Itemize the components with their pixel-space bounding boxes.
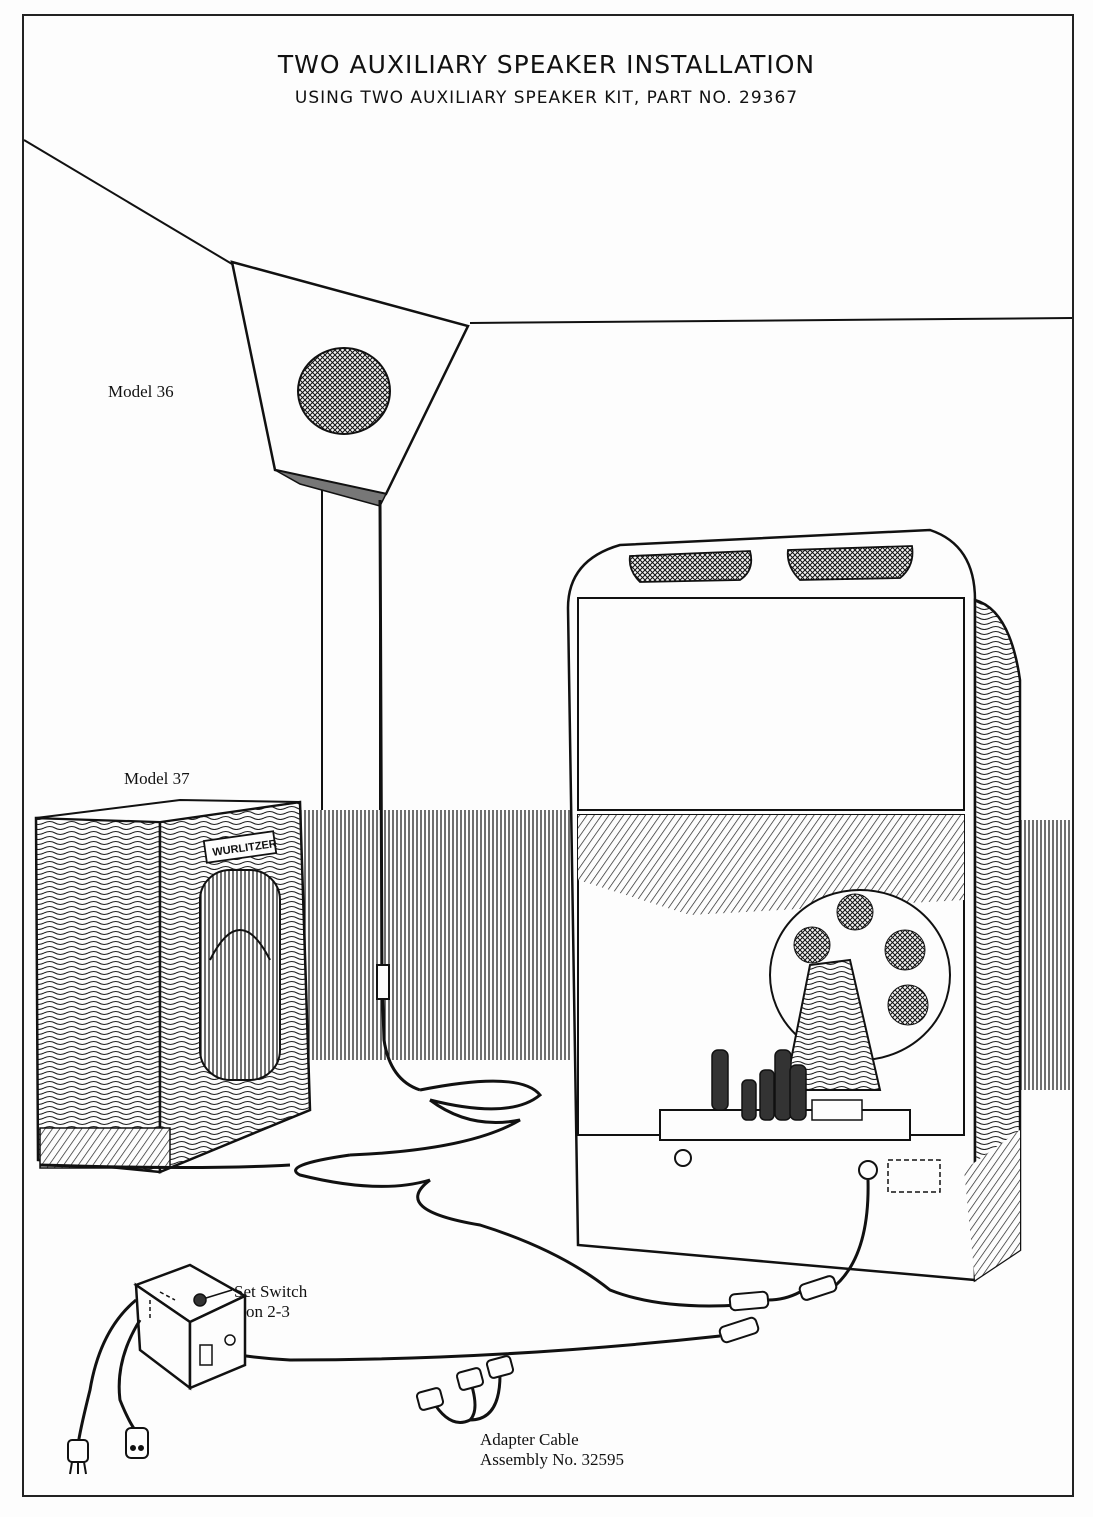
main-phonograph-cabinet bbox=[566, 528, 1022, 1283]
page-subtitle: USING TWO AUXILIARY SPEAKER KIT, PART NO… bbox=[294, 88, 799, 108]
output-jack bbox=[858, 1160, 878, 1180]
extension-cable bbox=[39, 1079, 741, 1308]
plug-connectors bbox=[718, 1275, 838, 1344]
page-border bbox=[22, 14, 1074, 1497]
label-adapter-line1: Adapter Cable bbox=[480, 1430, 579, 1449]
label-set-switch: Set Switch on 2-3 bbox=[234, 1282, 307, 1322]
switch-box-cords bbox=[76, 1298, 142, 1446]
label-set-switch-line2: on 2-3 bbox=[246, 1302, 290, 1321]
label-model-37: Model 37 bbox=[124, 769, 190, 788]
model-36-cord bbox=[378, 499, 421, 1092]
top-grille-left bbox=[628, 550, 753, 583]
selector-switch-icon bbox=[193, 1293, 207, 1307]
jack-cable bbox=[829, 1179, 870, 1292]
model-36-speaker bbox=[230, 260, 470, 507]
top-grille-right bbox=[786, 545, 914, 581]
vacuum-tubes bbox=[711, 1049, 863, 1121]
wall-shading-left bbox=[300, 810, 570, 1060]
label-adapter-cable: Adapter Cable Assembly No. 32595 bbox=[480, 1430, 624, 1470]
page-title: TWO AUXILIARY SPEAKER INSTALLATION bbox=[277, 50, 816, 79]
switch-box bbox=[133, 1263, 248, 1391]
wall-shading-right bbox=[1020, 820, 1072, 1090]
power-plug bbox=[67, 1439, 89, 1475]
adapter-cable bbox=[415, 1355, 515, 1424]
label-adapter-line2: Assembly No. 32595 bbox=[480, 1450, 625, 1469]
model-37-grille bbox=[199, 869, 281, 1081]
socket-plug bbox=[125, 1427, 149, 1459]
label-set-switch-line1: Set Switch bbox=[234, 1282, 308, 1301]
label-model-36: Model 36 bbox=[108, 382, 174, 401]
cord-connector bbox=[376, 964, 390, 1000]
model-37-cabinet: WURLITZER bbox=[34, 798, 312, 1174]
connection-panel bbox=[887, 1159, 941, 1193]
speaker-grille bbox=[297, 347, 391, 435]
cabinet-window bbox=[577, 597, 965, 811]
